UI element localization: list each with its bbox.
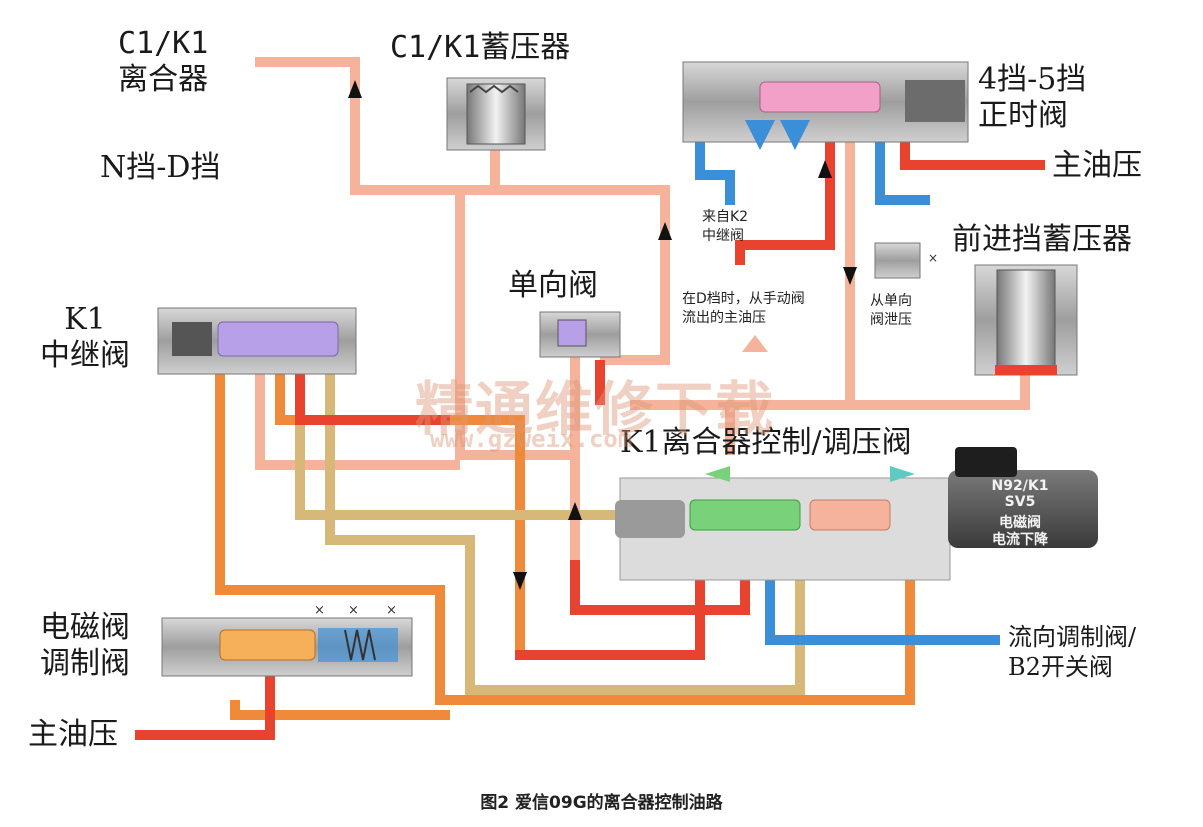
check-valve: [539, 311, 621, 358]
solenoid-body: [948, 470, 1098, 548]
label-gear-nd: N挡-D挡: [100, 150, 221, 185]
label-k1-control-valve: K1离合器控制/调压阀: [620, 425, 912, 460]
label-check-valve-release: 从单向 阀泄压: [870, 293, 912, 328]
label-check-valve: 单向阀: [508, 268, 598, 303]
flow-arrow-icon: [843, 267, 857, 285]
flow-arrow-icon: [348, 80, 362, 98]
flow-arrow-icon: [568, 502, 582, 520]
exhaust-x-icon: ×: [348, 603, 359, 618]
label-k1-relay-valve: K1 中继阀: [40, 302, 130, 373]
label-c1k1-clutch: C1/K1 离合器: [118, 26, 209, 97]
release-check-valve: ×: [874, 242, 938, 279]
k1-relay-valve: [157, 307, 357, 375]
k1-control-valve: [615, 466, 951, 581]
watermark-url: www.gzweix.com: [430, 425, 633, 453]
flow-arrow-icon: [513, 572, 527, 590]
flow-arrow-icon: [742, 335, 768, 352]
label-main-pressure-bottom: 主油压: [28, 717, 118, 752]
exhaust-x-icon: ×: [386, 603, 397, 618]
solenoid-current-label: 电流下降: [992, 532, 1048, 548]
spring-icon: [469, 84, 519, 94]
label-main-pressure-top: 主油压: [1052, 148, 1142, 183]
label-timing-valve: 4挡-5挡 正时阀: [978, 62, 1087, 133]
flow-arrows: [348, 80, 857, 590]
label-from-k2-relay: 来自K2 中继阀: [702, 209, 749, 244]
figure-caption: 图2 爱信09G的离合器控制油路: [480, 793, 723, 813]
flow-arrow-icon: [658, 222, 672, 240]
spring-icon: [344, 629, 376, 661]
timing-valve: [682, 61, 969, 150]
label-forward-accumulator: 前进挡蓄压器: [952, 222, 1132, 257]
label-flow-valve: 流向调制阀/ B2开关阀: [1008, 623, 1137, 681]
solenoid-name-label: N92/K1 SV5: [991, 478, 1049, 510]
label-solenoid-mod-valve: 电磁阀 调制阀: [40, 610, 130, 681]
label-c1k1-accumulator: C1/K1蓄压器: [390, 30, 571, 65]
forward-accumulator: [974, 264, 1078, 376]
solenoid-modulator-valve: × × ×: [161, 603, 413, 677]
solenoid-type-label: 电磁阀: [999, 515, 1041, 531]
exhaust-x-icon: ×: [314, 603, 325, 618]
c1k1-accumulator: [446, 77, 546, 151]
flow-arrow-icon: [890, 466, 915, 482]
flow-arrow-icon: [705, 466, 730, 482]
exhaust-x-icon: ×: [928, 251, 938, 265]
watermark-text: 精通维修下载: [415, 375, 776, 443]
solenoid-connector: [955, 447, 1017, 477]
label-manual-valve-note: 在D档时，从手动阀 流出的主油压: [682, 291, 805, 326]
flow-arrow-icon: [818, 160, 832, 178]
